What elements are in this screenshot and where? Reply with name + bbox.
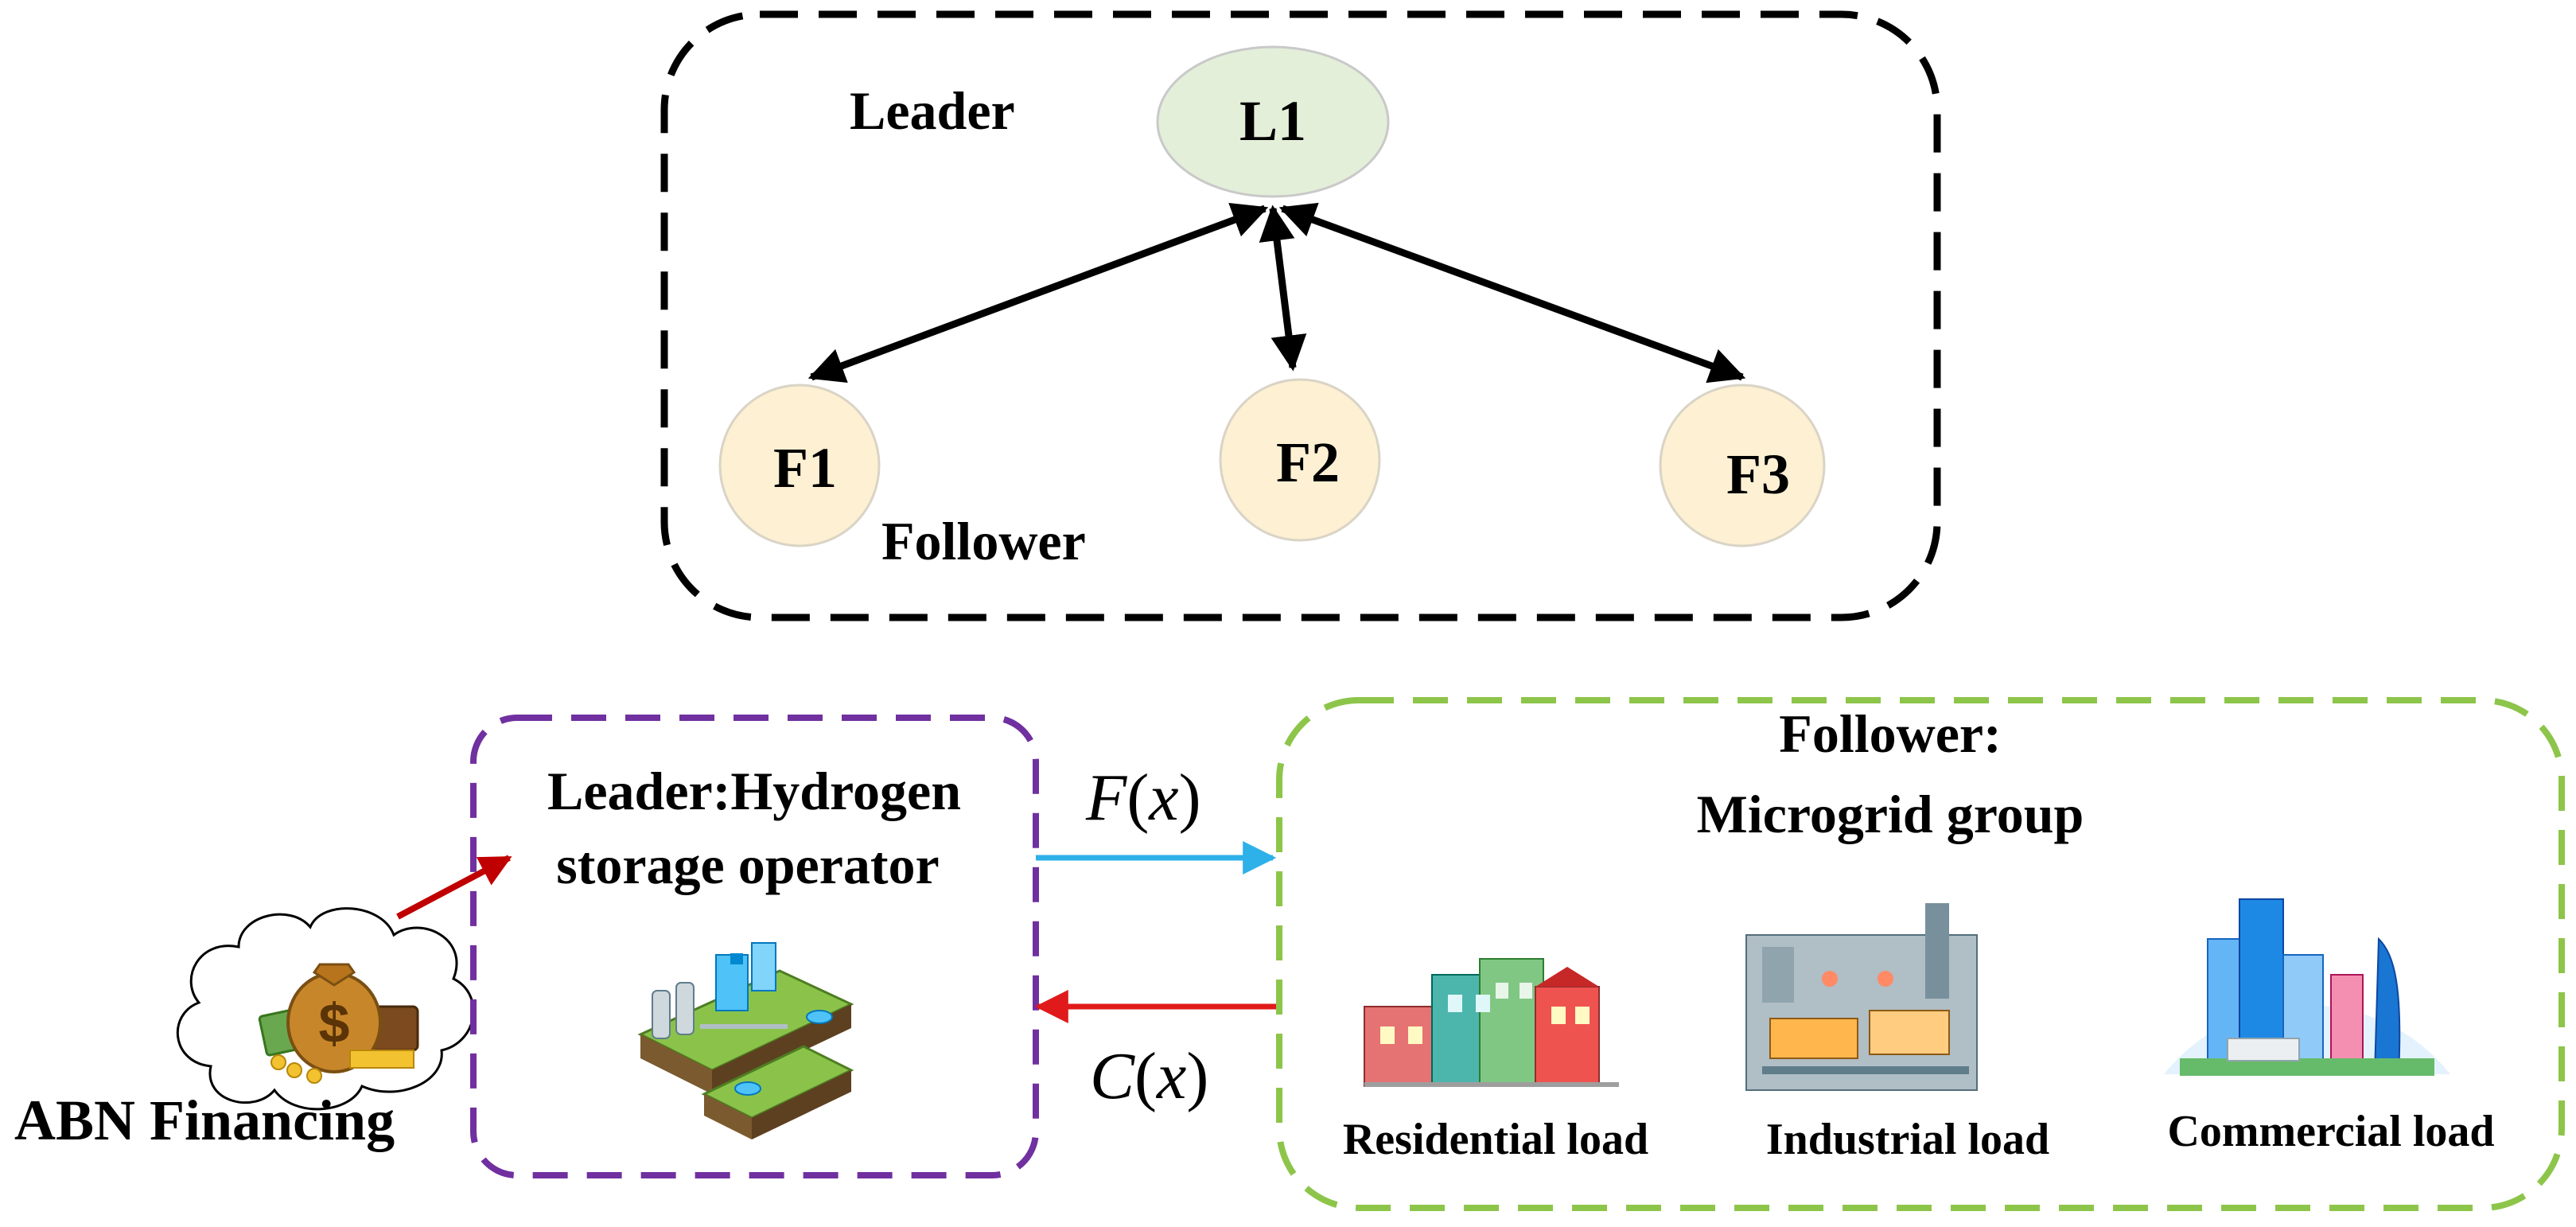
financing-label: ABN Financing — [14, 1089, 395, 1152]
residential-buildings-icon — [1364, 958, 1619, 1087]
industrial-load-label: Industrial load — [1766, 1115, 2049, 1164]
follower-box-title-line2: Microgrid group — [1697, 784, 2084, 844]
node-f3-label: F3 — [1726, 442, 1790, 506]
skyscrapers-icon — [2164, 898, 2450, 1076]
top-panel-frame — [660, 10, 1941, 621]
residential-load-label: Residential load — [1343, 1115, 1648, 1164]
node-f2-label: F2 — [1276, 430, 1340, 494]
node-f2 — [1219, 378, 1381, 542]
money-bag-icon: $ — [258, 963, 419, 1084]
commercial-load-label: Commercial load — [2167, 1107, 2494, 1156]
node-l1 — [1156, 45, 1390, 198]
factory-icon — [1745, 903, 1978, 1091]
leader-box — [470, 715, 1039, 1178]
top-follower-label: Follower — [881, 511, 1086, 571]
financing-arrow — [396, 855, 512, 920]
edge-l1-f1 — [807, 203, 1269, 383]
back-arrow-label: C(x) — [1090, 1039, 1208, 1113]
svg-text:$: $ — [319, 992, 350, 1054]
edge-l1-f2 — [1259, 204, 1307, 372]
edge-l1-f3 — [1278, 202, 1746, 384]
hydrogen-plant-icon — [637, 942, 854, 1139]
node-f3 — [1659, 384, 1826, 547]
leader-box-title-line1: Leader:Hydrogen — [547, 761, 961, 821]
node-f1 — [718, 384, 881, 547]
leader-box-title-line2: storage operator — [556, 835, 939, 895]
forward-arrow-label: F(x) — [1085, 761, 1201, 835]
follower-box — [1276, 697, 2565, 1211]
top-leader-label: Leader — [850, 80, 1015, 141]
node-f1-label: F1 — [773, 436, 837, 500]
node-l1-label: L1 — [1239, 89, 1306, 153]
follower-box-title-line1: Follower: — [1779, 703, 2001, 764]
